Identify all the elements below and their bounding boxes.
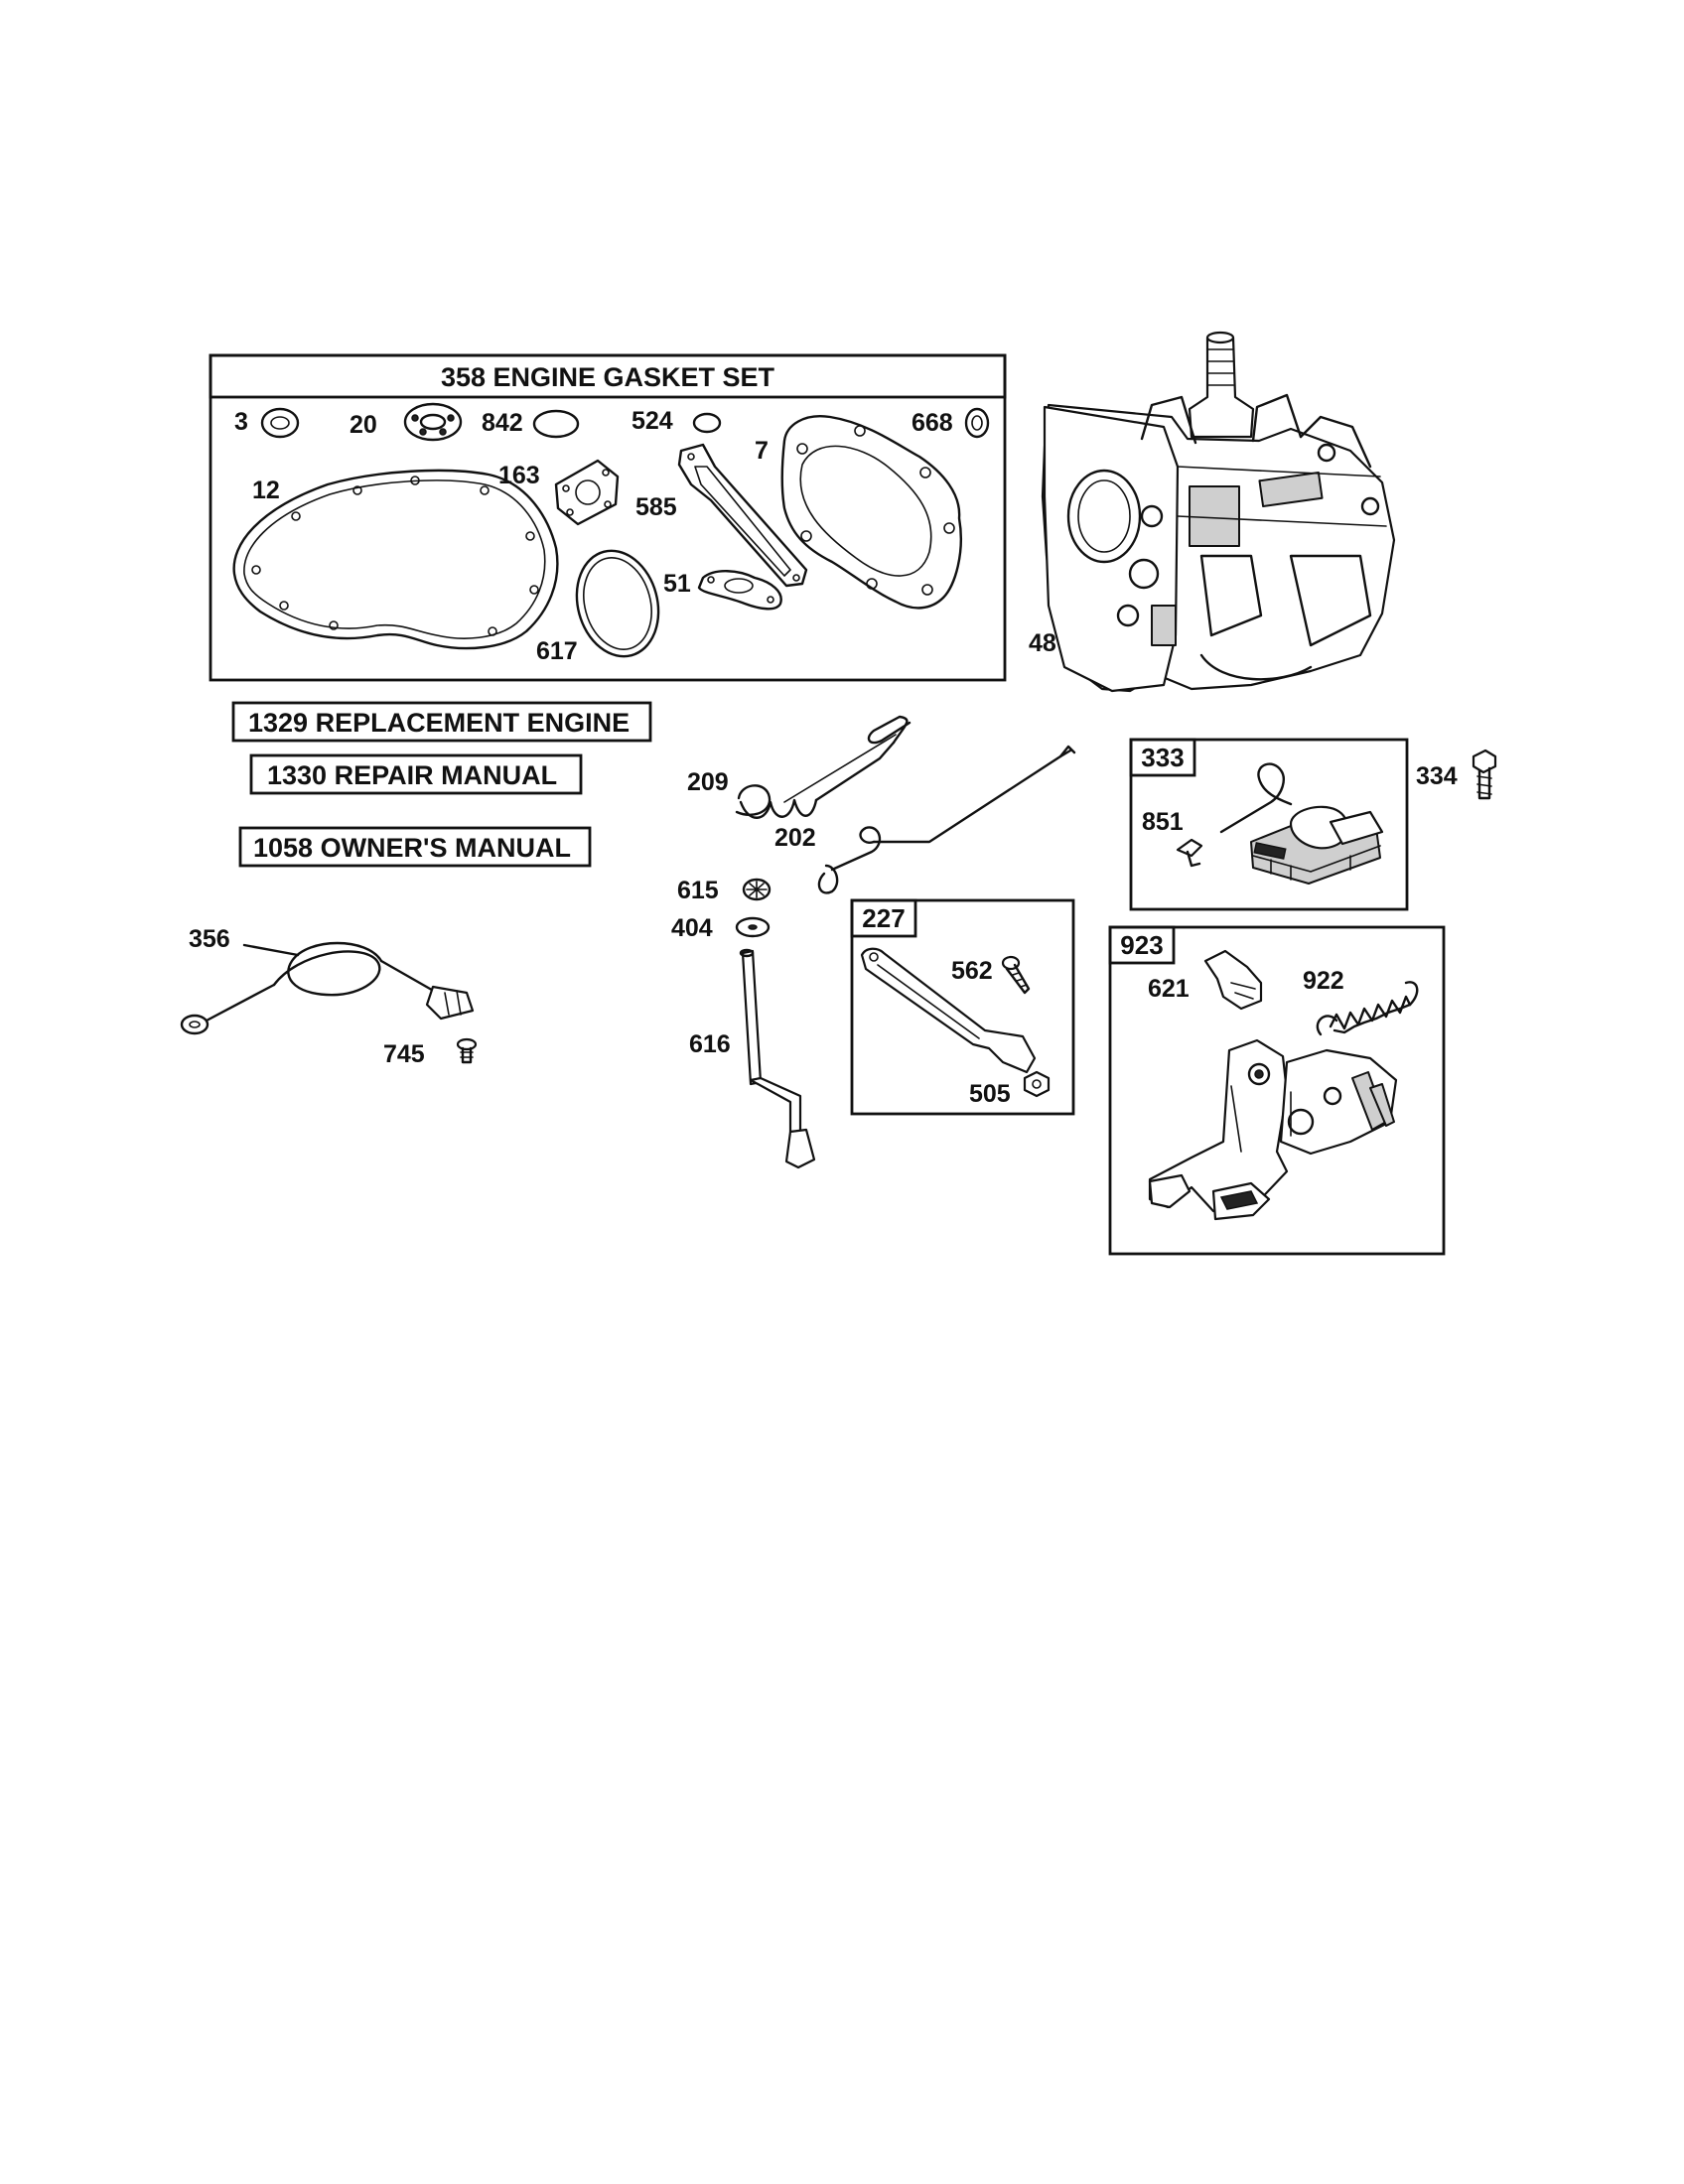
part-209-governor-spring [735, 715, 912, 819]
label-356: 356 [189, 925, 230, 953]
label-851: 851 [1142, 808, 1184, 836]
label-745: 745 [383, 1040, 425, 1068]
label-615: 615 [677, 877, 719, 904]
governor-lever-kit-frame [850, 898, 1075, 1116]
label-51: 51 [663, 570, 691, 598]
label-616: 616 [689, 1030, 731, 1058]
label-617: 617 [536, 637, 578, 665]
part-51-gasket [697, 570, 782, 611]
replacement-engine-label: 1329 REPLACEMENT ENGINE [248, 708, 630, 738]
gasket-set-panel: 358 ENGINE GASKET SET 3 20 842 524 668 [209, 353, 1007, 682]
part-505-nut [1023, 1070, 1051, 1098]
label-585: 585 [635, 493, 677, 521]
owners-manual-label: 1058 OWNER'S MANUAL [253, 833, 571, 863]
control-bracket [1148, 1038, 1398, 1221]
label-505: 505 [969, 1080, 1011, 1108]
label-404: 404 [671, 914, 713, 942]
armature-kit-frame [1129, 738, 1409, 911]
label-209: 209 [687, 768, 729, 796]
control-bracket-kit-panel: 923 621 922 [1108, 925, 1446, 1256]
label-12: 12 [252, 477, 280, 504]
control-bracket-kit-frame [1108, 925, 1446, 1256]
governor-lever [860, 947, 1037, 1074]
part-745-screw [456, 1037, 478, 1064]
label-524: 524 [632, 407, 673, 435]
control-bracket-kit-tag [1108, 925, 1176, 965]
part-7-head-gasket [780, 415, 962, 610]
label-562: 562 [951, 957, 993, 985]
part-562-screw [1001, 955, 1031, 995]
part-615-retainer [742, 878, 772, 901]
governor-lever-kit-panel: 227 562 505 [850, 898, 1075, 1116]
part-12-crankcase-gasket [232, 469, 559, 650]
armature-kit-tag [1129, 738, 1196, 777]
label-334: 334 [1416, 762, 1458, 790]
label-668: 668 [912, 409, 953, 437]
label-227: 227 [862, 903, 905, 933]
gasket-set-header [209, 353, 1007, 399]
gasket-set-frame [209, 353, 1007, 682]
part-524-oring [692, 412, 722, 434]
armature-kit-panel: 333 851 [1129, 738, 1409, 911]
part-334-screw [1472, 749, 1497, 800]
part-851-clip [1176, 838, 1203, 868]
part-356-ground-wire [180, 941, 475, 1035]
label-333: 333 [1141, 743, 1184, 772]
part-585-gasket [677, 443, 808, 588]
governor-lever-kit-tag [850, 898, 917, 938]
label-48: 48 [1029, 629, 1056, 657]
label-923: 923 [1120, 930, 1163, 960]
part-922-spring [1316, 981, 1419, 1036]
label-20: 20 [350, 411, 377, 439]
label-3: 3 [234, 408, 248, 436]
label-621: 621 [1148, 975, 1190, 1003]
part-842-oring [532, 409, 580, 439]
owners-manual-box [238, 826, 592, 868]
replacement-engine-box [231, 701, 652, 743]
label-7: 7 [755, 437, 769, 465]
part-616-governor-shaft [739, 948, 816, 1169]
part-20-oil-seal [403, 402, 463, 442]
literature-boxes: 1329 REPLACEMENT ENGINE 1330 REPAIR MANU… [231, 701, 652, 868]
armature-coil [1219, 762, 1384, 885]
part-404-washer [735, 916, 771, 938]
label-922: 922 [1303, 967, 1344, 995]
repair-manual-label: 1330 REPAIR MANUAL [267, 760, 557, 790]
part-163-gasket [554, 459, 620, 526]
part-48-engine-block [1041, 331, 1396, 693]
label-202: 202 [774, 824, 816, 852]
label-163: 163 [498, 462, 540, 489]
part-621-clip [1203, 949, 1263, 1011]
label-842: 842 [482, 409, 523, 437]
part-617-oring [575, 549, 660, 658]
part-668-seal [964, 407, 990, 439]
repair-manual-box [249, 753, 583, 795]
gasket-set-title: 358 ENGINE GASKET SET [441, 362, 775, 392]
part-3-seal [260, 407, 300, 439]
part-202-governor-link [817, 745, 1076, 894]
